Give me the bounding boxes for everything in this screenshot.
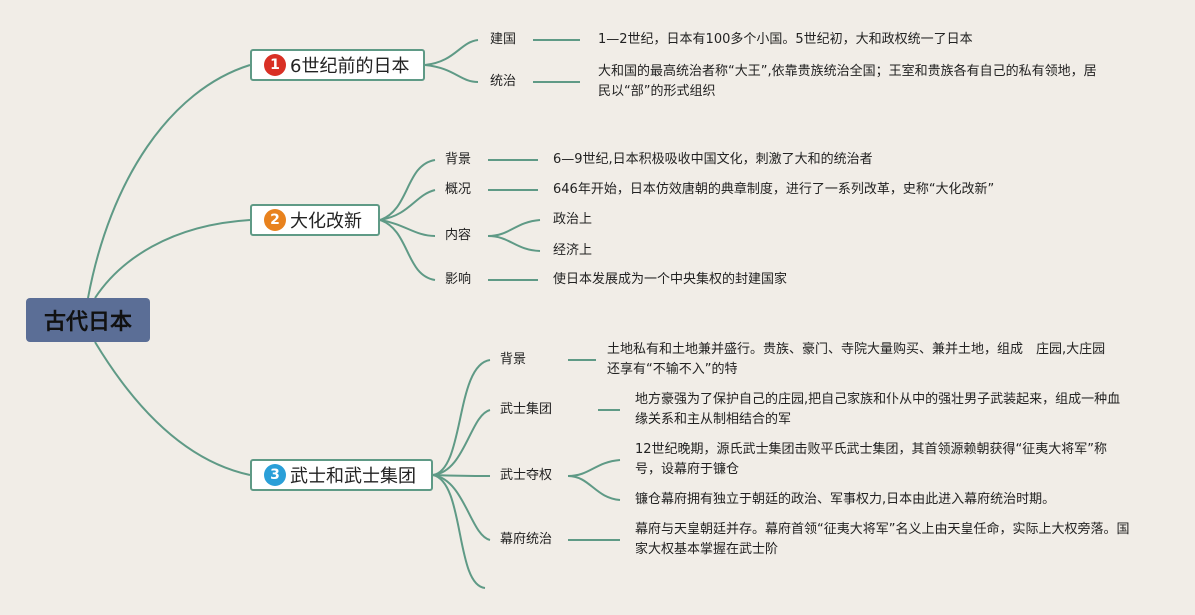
b3-item-1-text: 土地私有和土地兼并盛行。贵族、豪门、寺院大量购买、兼并土地，组成 庄园,大庄园还… [607,342,1106,377]
b2-item-4-label[interactable]: 影响 [445,272,472,287]
b2-item-3-sub-2[interactable]: 经济上 [553,243,593,258]
branch-3-node[interactable]: 3 武士和武士集团 [250,459,433,491]
b2-item-1-label[interactable]: 背景 [445,152,472,167]
branch-3-label: 武士和武士集团 [290,466,416,487]
number-badge-1: 1 [264,54,286,76]
b2-item-3-sub-1[interactable]: 政治上 [553,212,593,227]
number-badge-2: 2 [264,209,286,231]
b3-item-2-label[interactable]: 武士集团 [500,402,553,417]
b2-item-2-text: 646年开始，日本仿效唐朝的典章制度，进行了一系列改革，史称“大化改新” [553,182,995,197]
b3-item-3-sub-2: 镰仓幕府拥有独立于朝廷的政治、军事权力,日本由此进入幕府统治时期。 [635,492,1056,507]
b2-item-3-label[interactable]: 内容 [445,228,472,243]
branch-1-node[interactable]: 1 6世纪前的日本 [250,49,425,81]
number-badge-3: 3 [264,464,286,486]
b3-item-1-label[interactable]: 背景 [500,352,527,367]
b1-item-2-text: 大和国的最高统治者称“大王”,依靠贵族统治全国；王室和贵族各有自己的私有领地，居… [598,64,1097,99]
b3-item-4-label[interactable]: 幕府统治 [500,532,553,547]
branch-2-label: 大化改新 [290,211,362,232]
b2-item-4-text: 使日本发展成为一个中央集权的封建国家 [553,272,788,287]
link-root-b2 [94,219,251,299]
b1-item-2-label[interactable]: 统治 [490,74,517,89]
link-root-b3 [94,341,251,476]
b3-item-2-text: 地方豪强为了保护自己的庄园,把自己家族和仆从中的强壮男子武装起来，组成一种血缘关… [635,392,1121,427]
branch-1-label: 6世纪前的日本 [290,56,410,77]
b3-item-3-sub-1: 12世纪晚期，源氏武士集团击败平氏武士集团，其首领源赖朝获得“征夷大将军”称号，… [635,442,1108,477]
b3-item-3-label[interactable]: 武士夺权 [500,468,553,483]
b1-item-1-text: 1—2世纪，日本有100多个小国。5世纪初，大和政权统一了日本 [598,32,973,47]
branch-2-node[interactable]: 2 大化改新 [250,204,380,236]
link-root-b1 [87,64,251,299]
b2-item-1-text: 6—9世纪,日本积极吸收中国文化，刺激了大和的统治者 [553,152,873,167]
b2-item-2-label[interactable]: 概况 [445,182,472,197]
b3-item-4-text: 幕府与天皇朝廷并存。幕府首领“征夷大将军”名义上由天皇任命，实际上大权旁落。国家… [635,522,1130,557]
root-label: 古代日本 [43,310,132,335]
root-node[interactable]: 古代日本 [26,298,150,342]
b1-item-1-label[interactable]: 建国 [490,32,517,47]
